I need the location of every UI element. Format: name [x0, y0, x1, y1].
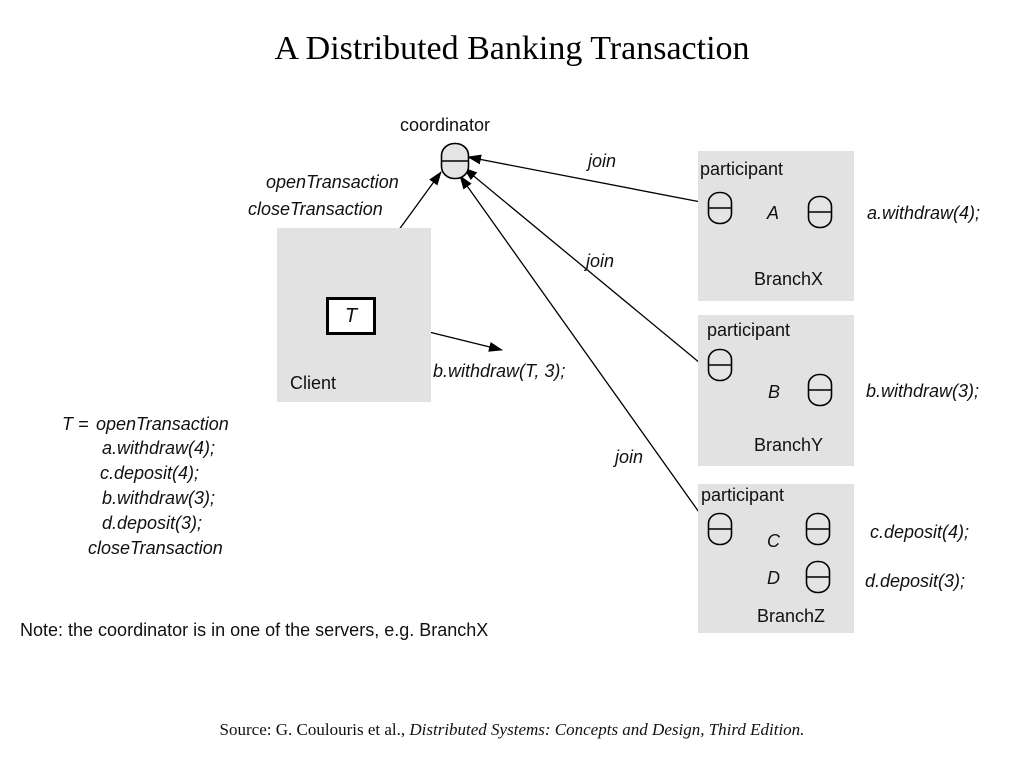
branchz-participant-label: participant	[701, 485, 785, 505]
join-label-branchx: join	[588, 151, 617, 171]
account-a-drum-icon	[807, 195, 833, 229]
transaction-code-prefix: T =	[62, 414, 89, 434]
op-b-withdraw: b.withdraw(3);	[866, 381, 980, 401]
op-open-transaction: openTransaction	[266, 172, 399, 192]
code-line: c.deposit(4);	[100, 463, 200, 483]
account-b-drum-icon	[807, 373, 833, 407]
branchz-name: BranchZ	[757, 606, 826, 626]
code-line: openTransaction	[96, 414, 229, 434]
account-c-drum-icon	[805, 512, 831, 546]
client-label: Client	[290, 373, 337, 393]
coordinator-drum-icon	[440, 142, 470, 180]
branchz-participant-drum-icon	[707, 512, 733, 546]
source-prefix: Source: G. Coulouris et al.,	[219, 720, 410, 739]
slide-title: A Distributed Banking Transaction	[274, 30, 750, 67]
account-c-label: C	[767, 531, 780, 551]
join-label-branchz: join	[615, 447, 644, 467]
code-line: a.withdraw(4);	[102, 438, 216, 458]
arrow-branchx-join	[467, 154, 707, 204]
account-a-label: A	[767, 203, 780, 223]
op-d-deposit: d.deposit(3);	[865, 571, 966, 591]
op-a-withdraw: a.withdraw(4);	[867, 203, 981, 223]
account-d-label: D	[767, 568, 780, 588]
branchy-participant-label: participant	[707, 320, 791, 340]
op-close-transaction: closeTransaction	[248, 199, 383, 219]
transaction-t-box: T	[326, 297, 376, 335]
call-b-withdraw-label: b.withdraw(T, 3);	[433, 361, 566, 381]
arrow-branchz-join	[459, 175, 707, 523]
branchz-box	[698, 484, 854, 633]
branchx-name: BranchX	[754, 269, 824, 289]
account-d-drum-icon	[805, 560, 831, 594]
branchy-participant-drum-icon	[707, 348, 733, 382]
branchx-box	[698, 151, 854, 301]
branchx-participant-label: participant	[700, 159, 784, 179]
source-book-title: Distributed Systems: Concepts and Design…	[409, 720, 805, 739]
branchy-name: BranchY	[754, 435, 824, 455]
code-line: closeTransaction	[88, 538, 223, 558]
code-line: d.deposit(3);	[102, 513, 203, 533]
code-line: b.withdraw(3);	[102, 488, 216, 508]
coordinator-label: coordinator	[400, 115, 491, 135]
arrow-branchy-join	[463, 167, 707, 369]
account-b-label: B	[768, 382, 781, 402]
coordinator-note: Note: the coordinator is in one of the s…	[20, 620, 489, 640]
source-citation: Source: G. Coulouris et al., Distributed…	[0, 720, 1024, 740]
join-label-branchy: join	[586, 251, 615, 271]
op-c-deposit: c.deposit(4);	[870, 522, 970, 542]
branchx-participant-drum-icon	[707, 191, 733, 225]
